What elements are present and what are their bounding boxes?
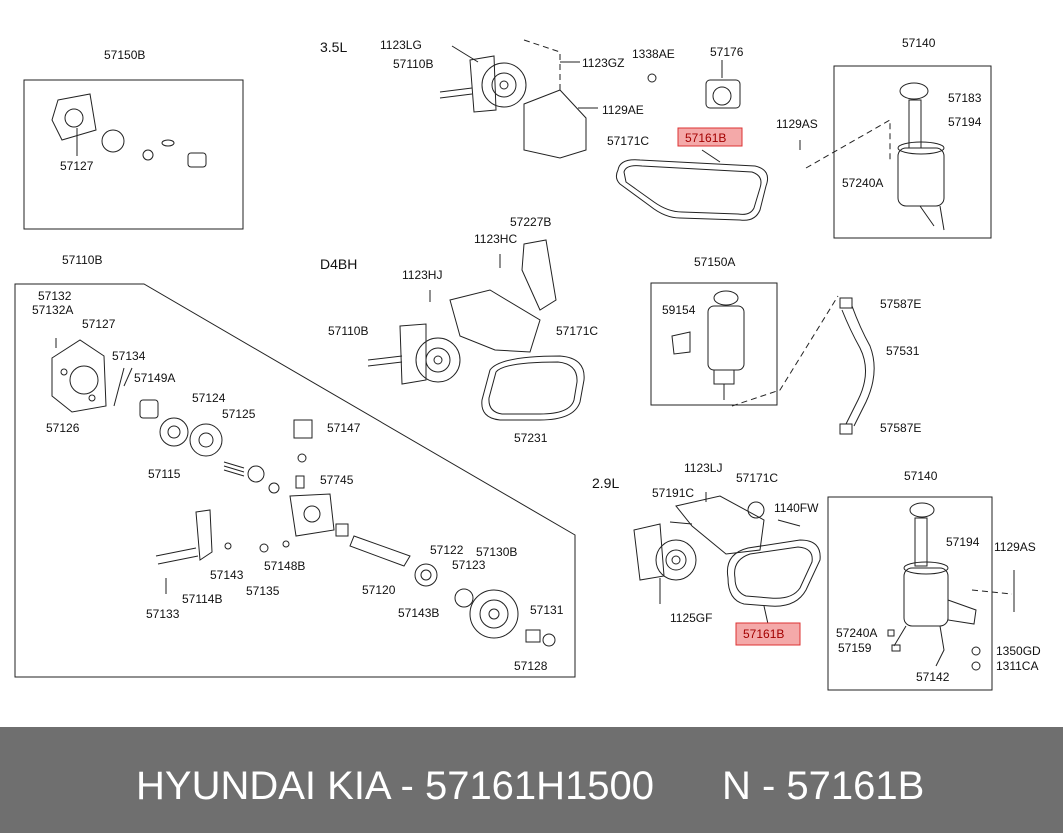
part-label-59154: 59154 bbox=[662, 303, 696, 317]
part-label-57115: 57115 bbox=[148, 467, 181, 481]
part-label-1123lj: 1123LJ bbox=[684, 461, 722, 475]
part-label-1129as: 1129AS bbox=[776, 117, 818, 131]
part-label-57127: 57127 bbox=[60, 159, 94, 173]
footer-brand-part-number: HYUNDAI KIA - 57161H1500 bbox=[136, 764, 655, 808]
part-label-57227b: 57227B bbox=[510, 215, 551, 229]
part-label-57587e: 57587E bbox=[880, 421, 921, 435]
part-label-1123hc: 1123HC bbox=[474, 232, 517, 246]
part-label-1123hj: 1123HJ bbox=[402, 268, 442, 282]
part-label-57150b: 57150B bbox=[104, 48, 145, 62]
footer-cross-reference: N - 57161B bbox=[722, 764, 925, 808]
part-label-57134: 57134 bbox=[112, 349, 146, 363]
part-label-1123gz: 1123GZ bbox=[582, 56, 624, 70]
part-label-57125: 57125 bbox=[222, 407, 256, 421]
part-label-1338ae: 1338AE bbox=[632, 47, 675, 61]
part-label-57194: 57194 bbox=[946, 535, 980, 549]
part-label-57143: 57143 bbox=[210, 568, 244, 582]
part-label-57143b: 57143B bbox=[398, 606, 439, 620]
part-label-57110b: 57110B bbox=[62, 253, 102, 267]
part-label-57140: 57140 bbox=[904, 469, 938, 483]
part-label-1140fw: 1140FW bbox=[774, 501, 819, 515]
highlight-box-57161b-top bbox=[677, 127, 743, 147]
part-label-57745: 57745 bbox=[320, 473, 354, 487]
box-57150b bbox=[23, 79, 244, 230]
part-label-1123lg: 1123LG bbox=[380, 38, 422, 52]
part-label-57148b: 57148B bbox=[264, 559, 305, 573]
part-label-57124: 57124 bbox=[192, 391, 226, 405]
part-label-57150a: 57150A bbox=[694, 255, 735, 269]
part-label-57135: 57135 bbox=[246, 584, 280, 598]
box-57140-bottom bbox=[827, 496, 993, 691]
part-label-57130b: 57130B bbox=[476, 545, 517, 559]
section-label-3-5l: 3.5L bbox=[320, 39, 347, 55]
part-label-57132: 57132 bbox=[38, 289, 72, 303]
part-label-57159: 57159 bbox=[838, 641, 872, 655]
box-57150a bbox=[650, 282, 778, 406]
part-label-57587e: 57587E bbox=[880, 297, 921, 311]
part-label-57110b: 57110B bbox=[328, 324, 368, 338]
part-label-57120: 57120 bbox=[362, 583, 396, 597]
part-label-57240a: 57240A bbox=[836, 626, 877, 640]
highlight-box-57161b-bottom bbox=[735, 622, 801, 646]
part-label-57171c: 57171C bbox=[607, 134, 649, 148]
section-label-2-9l: 2.9L bbox=[592, 475, 619, 491]
part-label-57127: 57127 bbox=[82, 317, 116, 331]
part-label-57114b: 57114B bbox=[182, 592, 222, 606]
part-label-57531: 57531 bbox=[886, 344, 920, 358]
part-label-57128: 57128 bbox=[514, 659, 548, 673]
part-label-57191c: 57191C bbox=[652, 486, 694, 500]
part-label-57171c: 57171C bbox=[556, 324, 598, 338]
part-label-57142: 57142 bbox=[916, 670, 950, 684]
part-label-57123: 57123 bbox=[452, 558, 486, 572]
part-label-57131: 57131 bbox=[530, 603, 564, 617]
footer-bar: HYUNDAI KIA - 57161H1500 N - 57161B bbox=[0, 727, 1063, 833]
part-label-1125gf: 1125GF bbox=[670, 611, 712, 625]
part-label-57171c: 57171C bbox=[736, 471, 778, 485]
part-label-57240a: 57240A bbox=[842, 176, 883, 190]
part-label-57140: 57140 bbox=[902, 36, 936, 50]
part-label-57110b: 57110B bbox=[393, 57, 433, 71]
part-label-57147: 57147 bbox=[327, 421, 361, 435]
part-label-57122: 57122 bbox=[430, 543, 464, 557]
part-label-57231: 57231 bbox=[514, 431, 548, 445]
part-label-1129as: 1129AS bbox=[994, 540, 1036, 554]
part-label-57149a: 57149A bbox=[134, 371, 175, 385]
part-label-1129ae: 1129AE bbox=[602, 103, 644, 117]
parts-diagram: 3.5L D4BH 2.9L 57150B 57127 1123LG 57110… bbox=[14, 36, 1041, 691]
part-label-57161b-highlighted: 57161B bbox=[685, 131, 726, 145]
part-label-57194: 57194 bbox=[948, 115, 982, 129]
part-label-1311ca: 1311CA bbox=[996, 659, 1038, 673]
box-57110b-exploded bbox=[14, 283, 576, 678]
part-label-57126: 57126 bbox=[46, 421, 80, 435]
part-label-57132a: 57132A bbox=[32, 303, 73, 317]
part-label-57133: 57133 bbox=[146, 607, 180, 621]
part-label-57183: 57183 bbox=[948, 91, 982, 105]
part-label-57176: 57176 bbox=[710, 45, 744, 59]
part-label-57161b-highlighted: 57161B bbox=[743, 627, 784, 641]
part-label-1350gd: 1350GD bbox=[996, 644, 1041, 658]
section-label-d4bh: D4BH bbox=[320, 256, 357, 272]
